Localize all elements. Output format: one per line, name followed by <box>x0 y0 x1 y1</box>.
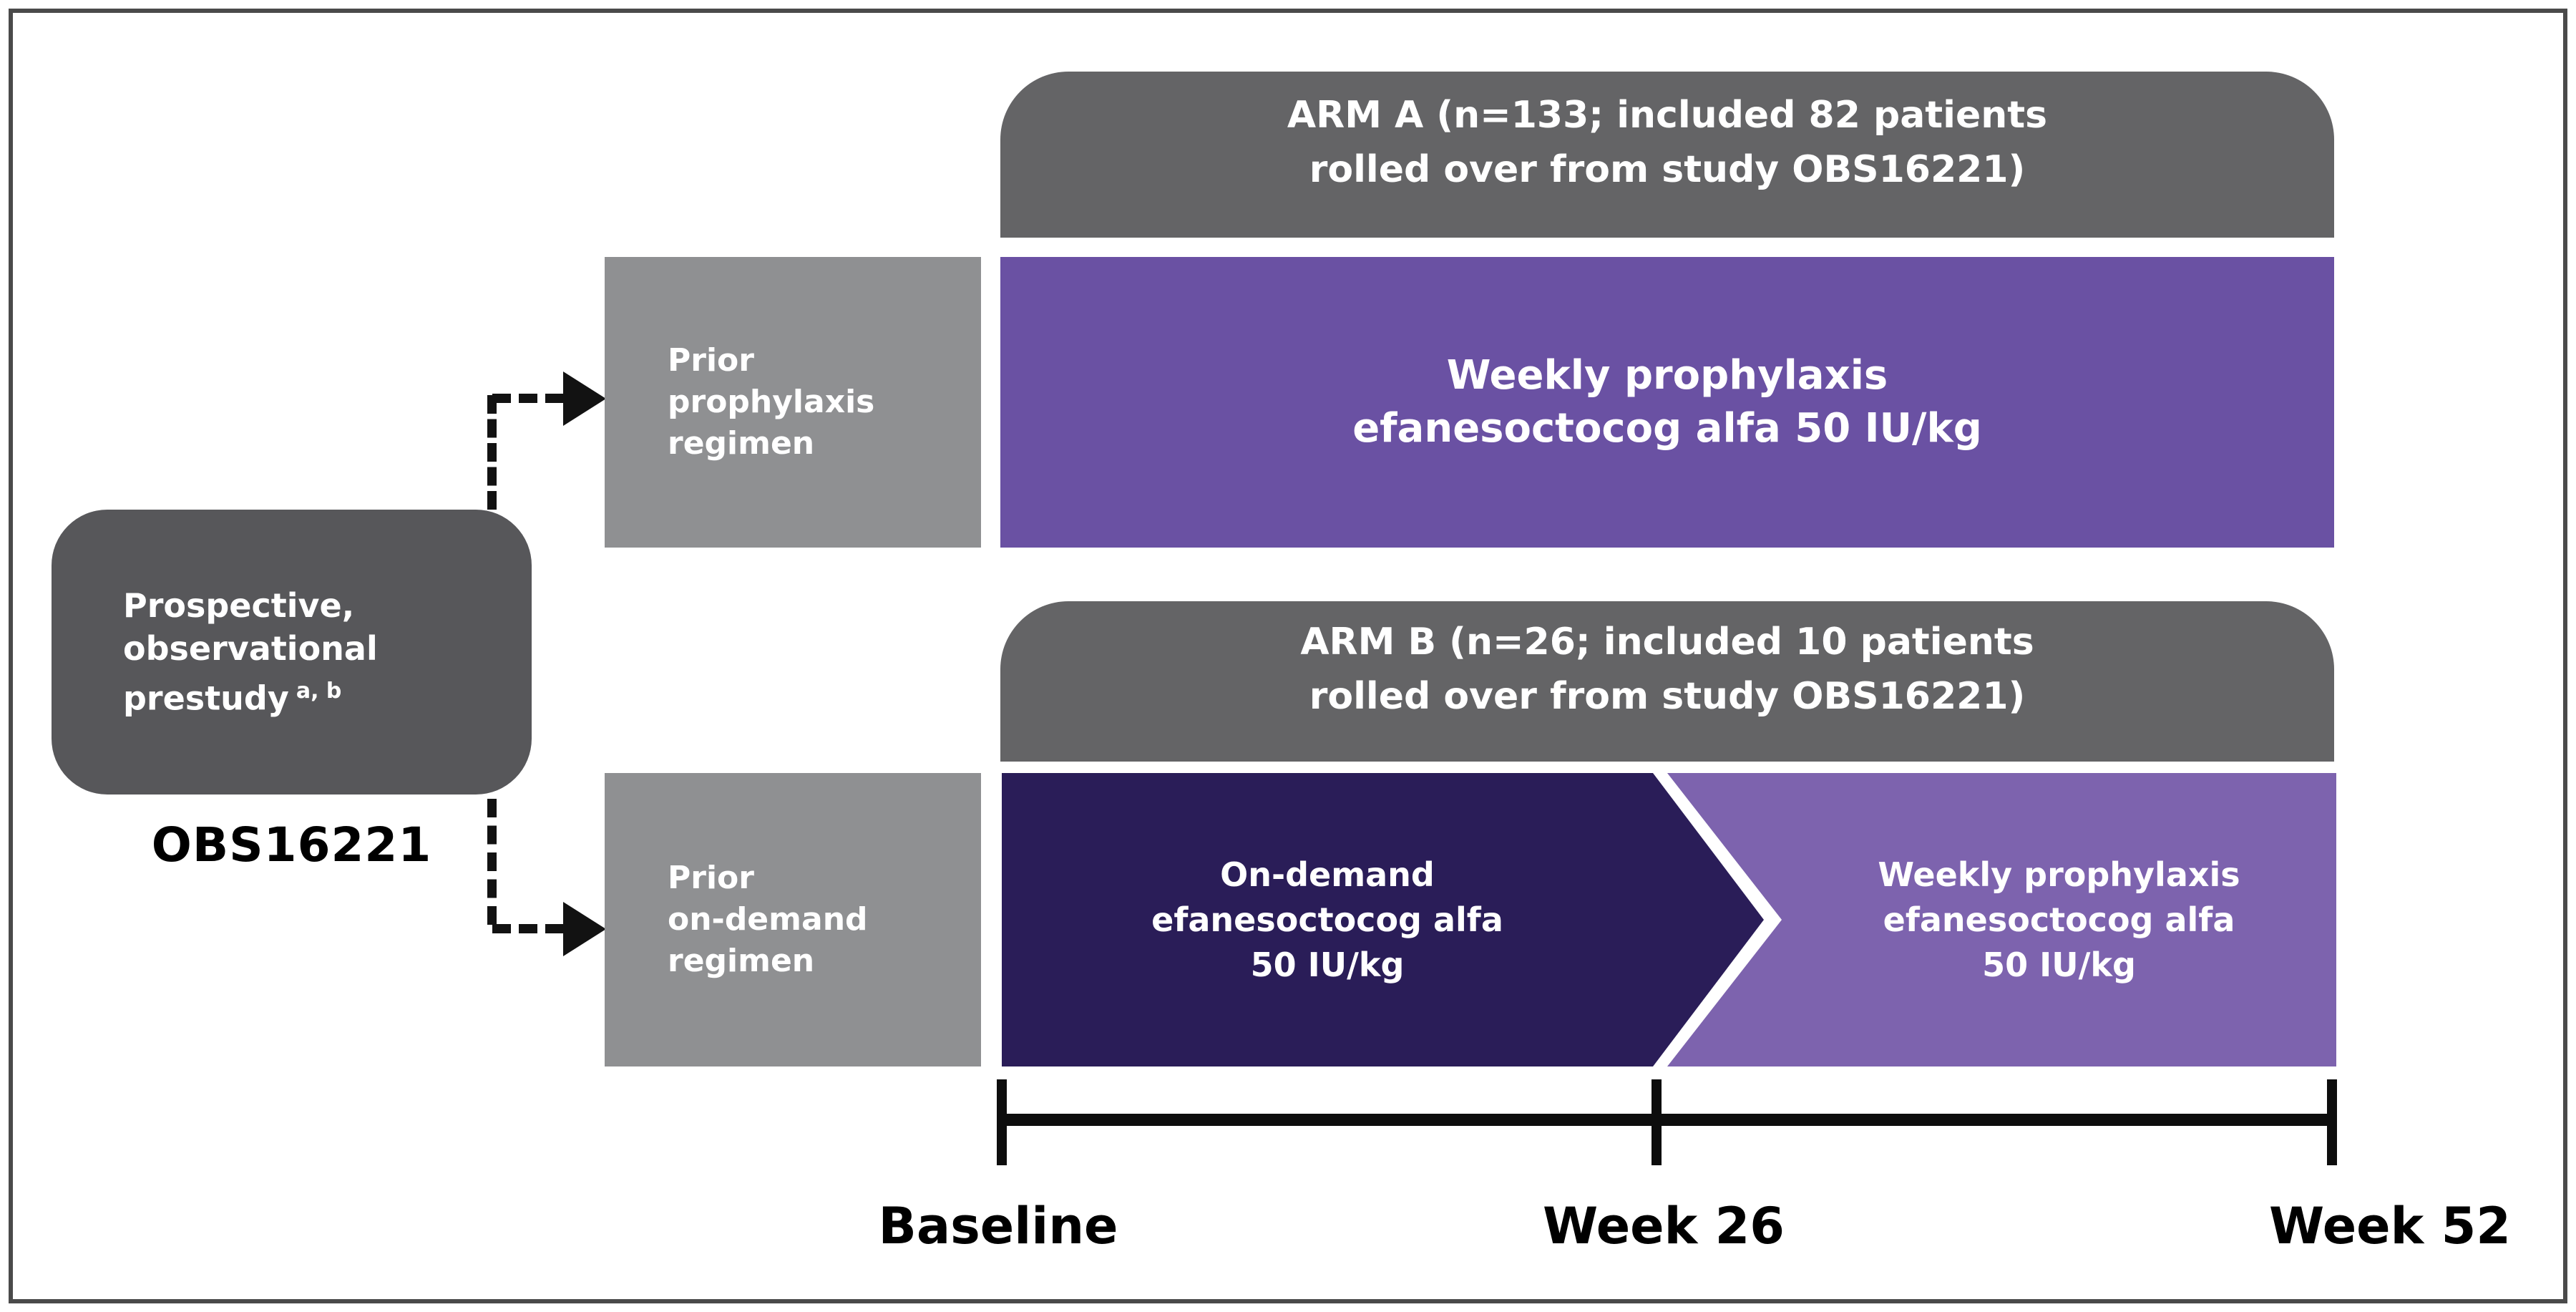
connector-line-bottom-vertical <box>487 799 497 925</box>
timeline-label-baseline: Baseline <box>878 1197 1118 1255</box>
prior-prophylaxis-line3: regimen <box>668 425 815 462</box>
prior-prophylaxis-box: Prior prophylaxis regimen <box>605 257 981 548</box>
arm-b-prophylaxis-line2: efanesoctocog alfa <box>1883 900 2235 939</box>
prior-on-demand-line3: regimen <box>668 943 815 979</box>
timeline-tick-week26 <box>1652 1079 1662 1165</box>
arm-b-on-demand-segment: On-demand efanesoctocog alfa 50 IU/kg <box>1002 773 1764 1066</box>
arm-b-header-line1: ARM B (n=26; included 10 patients <box>1300 621 2034 664</box>
timeline-label-week52: Week 52 <box>2268 1197 2512 1255</box>
arm-b-on-demand-line3: 50 IU/kg <box>1250 945 1405 984</box>
arm-b-prophylaxis-line3: 50 IU/kg <box>1982 945 2136 984</box>
arm-a-treatment-line2: efanesoctocog alfa 50 IU/kg <box>1352 405 1982 452</box>
prestudy-label-line2: observational <box>123 629 378 669</box>
prior-on-demand-line2: on-demand <box>668 901 868 938</box>
prestudy-label-line3: prestudy a, b <box>123 670 532 719</box>
connector-line-top-vertical <box>487 395 497 510</box>
arm-b-on-demand-line1: On-demand <box>1220 855 1435 894</box>
arm-b-on-demand-line2: efanesoctocog alfa <box>1151 900 1503 939</box>
prestudy-box: Prospective, observational prestudy a, b <box>52 510 532 795</box>
prestudy-label-line1: Prospective, <box>123 586 355 626</box>
prestudy-footnote-marker: a, b <box>296 679 342 704</box>
arrow-right-icon <box>563 371 606 426</box>
timeline-label-week26: Week 26 <box>1542 1197 1785 1255</box>
prior-on-demand-box: Prior on-demand regimen <box>605 773 981 1066</box>
timeline-tick-baseline <box>997 1079 1007 1165</box>
timeline-tick-week52 <box>2327 1079 2337 1165</box>
connector-line-bottom-horizontal <box>492 924 564 933</box>
arm-a-treatment-bar: Weekly prophylaxis efanesoctocog alfa 50… <box>1000 257 2334 548</box>
study-id-label: OBS16221 <box>151 817 432 873</box>
timeline-axis <box>1000 1114 2337 1126</box>
prior-prophylaxis-line1: Prior <box>668 342 754 379</box>
arm-b-header-line2: rolled over from study OBS16221) <box>1309 675 2026 718</box>
prior-on-demand-line1: Prior <box>668 860 754 896</box>
arm-a-header: ARM A (n=133; included 82 patients rolle… <box>1000 72 2334 238</box>
arm-a-header-line1: ARM A (n=133; included 82 patients <box>1287 94 2048 137</box>
prior-prophylaxis-line2: prophylaxis <box>668 384 875 420</box>
arm-b-header: ARM B (n=26; included 10 patients rolled… <box>1000 601 2334 762</box>
arm-b-prophylaxis-line1: Weekly prophylaxis <box>1878 855 2240 894</box>
arm-a-header-line2: rolled over from study OBS16221) <box>1309 148 2026 191</box>
arrow-right-icon <box>563 902 606 956</box>
prestudy-label-word: prestudy <box>123 679 289 718</box>
connector-line-top-horizontal <box>492 394 564 403</box>
figure-border <box>9 9 2567 1303</box>
arm-a-treatment-line1: Weekly prophylaxis <box>1446 352 1888 399</box>
